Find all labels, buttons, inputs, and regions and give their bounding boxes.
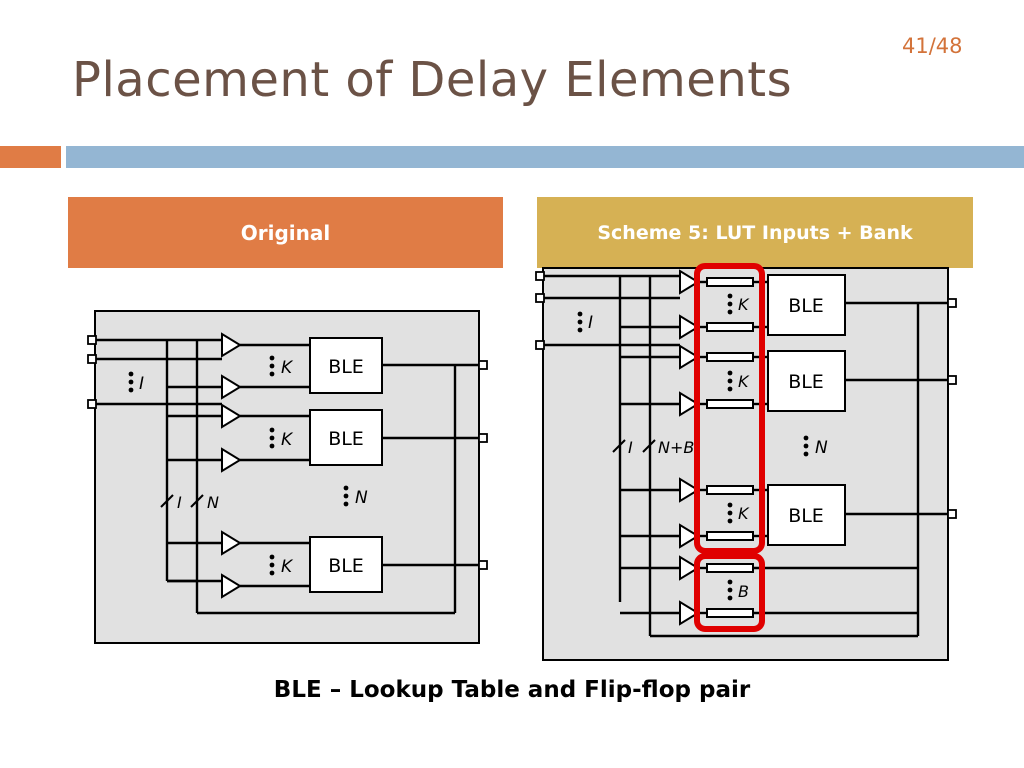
ellipsis-icon — [269, 355, 275, 377]
scheme5-cluster-diagram: BLE BLE BLE K K K B I N I N+B — [535, 263, 957, 661]
bus-i-label: I — [628, 438, 633, 457]
ble-label: BLE — [788, 295, 824, 317]
ble-label: BLE — [328, 356, 364, 378]
k-label: K — [738, 372, 750, 391]
ble-label: BLE — [788, 505, 824, 527]
input-pin — [87, 335, 97, 345]
k-label: K — [281, 358, 294, 378]
output-pin — [947, 375, 957, 385]
delay-element — [706, 485, 754, 495]
b-label: B — [738, 582, 749, 601]
i-label: I — [588, 313, 593, 333]
k-label: K — [281, 430, 294, 450]
ellipsis-icon — [269, 554, 275, 576]
caption: BLE – Lookup Table and Flip-flop pair — [273, 677, 751, 703]
highlight-lut-inputs — [694, 263, 765, 554]
ellipsis-icon — [803, 435, 809, 457]
ellipsis-icon — [343, 485, 349, 507]
ellipsis-icon — [727, 502, 733, 524]
page-number: 41/48 — [902, 34, 963, 58]
input-pin — [535, 340, 545, 350]
k-label: K — [738, 295, 750, 314]
accent-bar-blue — [66, 146, 1024, 168]
delay-element — [706, 608, 754, 618]
ble-block: BLE — [309, 409, 383, 466]
ble-block: BLE — [309, 337, 383, 394]
k-label: K — [738, 504, 750, 523]
bus-n-label: N — [207, 493, 219, 512]
output-pin — [947, 298, 957, 308]
output-pin — [478, 560, 488, 570]
original-cluster-diagram: BLE BLE BLE K K K I N I N — [87, 310, 488, 644]
delay-element — [706, 399, 754, 409]
ellipsis-icon — [727, 370, 733, 392]
slide-title: Placement of Delay Elements — [72, 52, 793, 108]
original-cluster-outline — [94, 310, 480, 644]
scheme5-header: Scheme 5: LUT Inputs + Bank — [537, 197, 973, 268]
k-label: K — [281, 557, 294, 577]
scheme5-cluster-outline — [542, 267, 949, 661]
ellipsis-icon — [128, 371, 134, 393]
accent-bar-orange — [0, 146, 61, 168]
original-header: Original — [68, 197, 503, 268]
ble-block: BLE — [309, 536, 383, 593]
ble-label: BLE — [788, 371, 824, 393]
ble-block: BLE — [767, 350, 846, 412]
ellipsis-icon — [727, 579, 733, 601]
input-pin — [87, 399, 97, 409]
highlight-bank — [694, 553, 765, 632]
bus-i-label: I — [177, 493, 182, 512]
output-pin — [478, 360, 488, 370]
ble-block: BLE — [767, 484, 846, 546]
n-label: N — [815, 438, 828, 458]
delay-element — [706, 322, 754, 332]
delay-element — [706, 352, 754, 362]
ble-label: BLE — [328, 428, 364, 450]
bus-n-plus-b-label: N+B — [658, 438, 694, 457]
ellipsis-icon — [269, 427, 275, 449]
output-pin — [947, 509, 957, 519]
n-label: N — [355, 488, 368, 508]
input-pin — [87, 354, 97, 364]
ble-label: BLE — [328, 555, 364, 577]
ble-block: BLE — [767, 274, 846, 336]
delay-element — [706, 563, 754, 573]
i-label: I — [139, 374, 144, 394]
ellipsis-icon — [727, 293, 733, 315]
output-pin — [478, 433, 488, 443]
input-pin — [535, 271, 545, 281]
delay-element — [706, 277, 754, 287]
delay-element — [706, 531, 754, 541]
input-pin — [535, 293, 545, 303]
ellipsis-icon — [577, 311, 583, 333]
